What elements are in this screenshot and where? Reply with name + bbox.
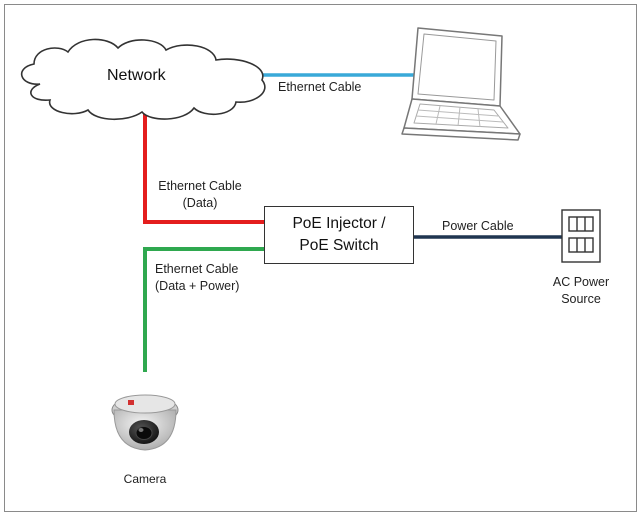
data-cable-label-line1: Ethernet Cable [158, 179, 242, 193]
power-outlet-icon [561, 209, 601, 263]
poe-injector-node: PoE Injector / PoE Switch [264, 206, 414, 264]
network-label: Network [107, 67, 166, 84]
power-cable-label: Power Cable [442, 219, 514, 233]
ac-power-label-line2: Source [561, 292, 601, 306]
data-cable-label: Ethernet Cable (Data) [152, 178, 248, 212]
camera-cable-label: Ethernet Cable (Data + Power) [155, 261, 239, 295]
poe-label-line2: PoE Switch [299, 237, 379, 254]
data-cable-label-line2: (Data) [182, 196, 218, 210]
cloud-icon [21, 38, 266, 121]
laptop-cable-label: Ethernet Cable [278, 80, 362, 94]
camera-cable-label-line1: Ethernet Cable [155, 262, 239, 276]
dome-camera-icon [111, 394, 179, 451]
laptop-icon [401, 27, 521, 141]
ac-power-label-line1: AC Power [552, 275, 610, 289]
camera-ethernet-cable [143, 247, 264, 372]
camera-cable-label-line2: (Data + Power) [155, 279, 240, 293]
camera-label: Camera [123, 472, 167, 486]
ac-power-label: AC Power Source [540, 274, 622, 308]
poe-label-line1: PoE Injector / [292, 215, 386, 232]
diagram-frame [4, 4, 637, 512]
data-ethernet-cable [143, 112, 264, 224]
